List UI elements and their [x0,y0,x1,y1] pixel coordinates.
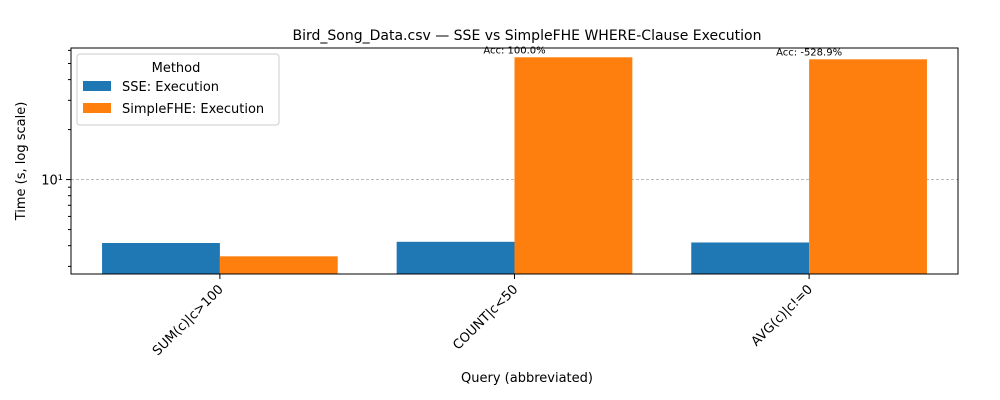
x-tick-label: COUNT|c<50 [450,282,521,353]
legend-box [76,53,280,126]
y-tick-label: 10¹ [41,174,63,189]
annotation-layer: Acc: 100.0% Acc: -528.9% [483,45,842,58]
chart-title: Bird_Song_Data.csv — SSE vs SimpleFHE WH… [293,28,762,44]
legend-label-simplefhe: SimpleFHE: Execution [122,102,264,117]
y-axis-label: Time (s, log scale) [14,102,29,222]
bar-sse [396,241,515,274]
bar-sse [691,242,810,274]
bars-layer [102,57,927,275]
accuracy-annotation: Acc: 100.0% [483,45,545,56]
accuracy-annotation: Acc: -528.9% [776,47,842,58]
y-axis: 10¹ [41,49,71,267]
legend-label-sse: SSE: Execution [122,80,219,95]
bar-simplefhe [514,57,633,275]
bar-simplefhe [219,256,338,274]
x-axis-label: Query (abbreviated) [461,371,593,386]
bar-sse [102,243,220,274]
x-tick-label: AVG(c)|c!=0 [749,282,816,349]
bar-simplefhe [809,59,927,274]
x-tick-label: SUM(c)|c>100 [150,282,227,359]
legend-title: Method [152,61,201,76]
x-axis: SUM(c)|c>100 COUNT|c<50 AVG(c)|c!=0 [150,274,816,359]
legend: Method SSE: Execution SimpleFHE: Executi… [76,53,280,126]
legend-swatch-sse [83,81,111,91]
legend-swatch-simplefhe [83,103,111,113]
